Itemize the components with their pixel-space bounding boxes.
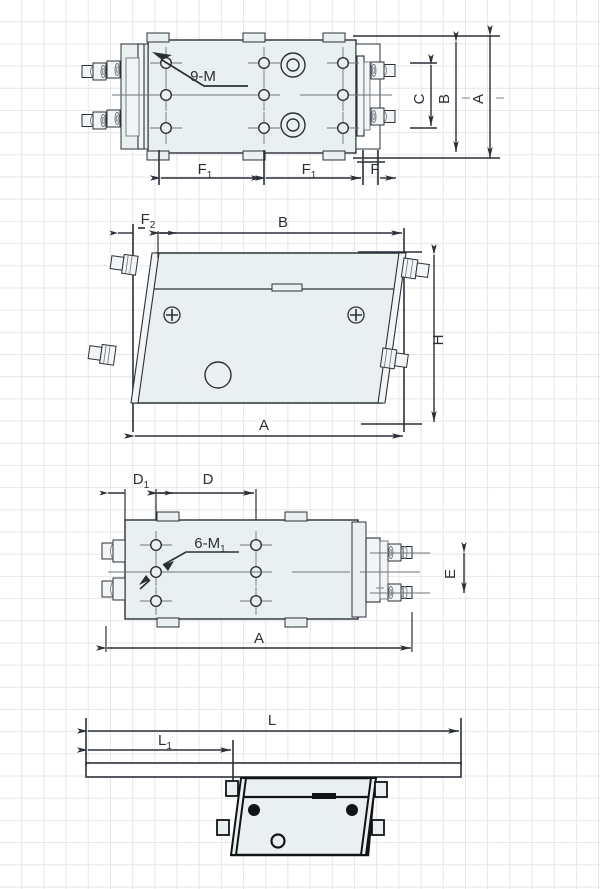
side-view-inner-plate [351,521,367,618]
side-view-right-fittings [387,543,413,602]
dim-label-C: C [411,93,428,104]
side-view-right-flange [365,537,389,603]
dim-label-E: E [442,569,459,579]
side-view-dim-A: A [96,612,413,652]
dim-label-B2: B [278,214,288,231]
dim-label-H: H [430,335,447,346]
dim-label-F2: F2 [141,211,156,231]
top-view-mounting-tabs [146,32,346,161]
front-view-left-fittings [87,253,139,366]
top-view-ports [280,52,306,138]
dim-label-F1-right: F1 [302,161,317,181]
dim-label-F: F [370,161,379,178]
front-view-dim-H: H [430,244,447,422]
assembly-unit-fittings [216,780,388,836]
assembly-rail [85,762,462,778]
assembly-unit-top-tab [312,793,336,799]
assembly-unit-body [230,776,377,857]
front-view-right-fittings [379,257,430,370]
callout-6-m1: 6-M1 [139,535,239,590]
assembly-dim-L: L [77,712,459,734]
top-view-dim-C: C [410,54,437,129]
callout-9-m-label: 9-M [190,68,216,85]
front-view-screws [163,306,365,324]
front-view-body [134,252,404,404]
side-view-body [124,519,359,620]
top-view-dim-B: B [436,31,470,152]
view-front: F2 B H A [87,211,447,439]
callout-6-m1-label: 6-M1 [194,535,226,555]
dim-label-A: A [470,94,487,104]
front-view-dim-A: A [124,417,403,439]
dim-label-D1: D1 [133,471,150,491]
dim-label-F1-left: F1 [198,161,213,181]
top-view-dim-A: A [470,25,504,158]
callout-9-m: 9-M [152,52,248,87]
top-view-dim-chain: F1 F1 F [150,150,396,185]
front-view-dim-B: B [149,214,402,236]
top-view-body [147,39,357,154]
view-top: 9-M C B A [81,25,504,185]
top-view-right-flange [355,43,381,150]
assembly-unit-rails [229,777,378,856]
assembly-dim-L1: L1 [77,732,231,753]
assembly-unit-holes [248,804,358,849]
view-side: 6-M1 D1 D E A [96,471,467,652]
front-view-drain-hole [204,361,232,389]
dim-label-L: L [268,712,276,729]
dim-label-D: D [203,471,214,488]
front-view-top-tab [271,283,303,292]
dim-label-B: B [436,94,453,104]
front-view-dim-F2: F2 [109,211,176,258]
view-assembly: L L1 [77,712,462,857]
top-view-left-flange [120,43,149,150]
side-view-left-fittings [101,539,126,601]
side-view-dim-D: D [147,471,257,520]
dim-label-A2: A [259,417,269,434]
side-view-centerline [108,552,430,594]
dim-label-A3: A [254,630,264,647]
side-view-mounting-tabs [156,511,308,628]
dim-label-L1: L1 [158,732,172,752]
side-view-dim-E: E [442,542,467,593]
